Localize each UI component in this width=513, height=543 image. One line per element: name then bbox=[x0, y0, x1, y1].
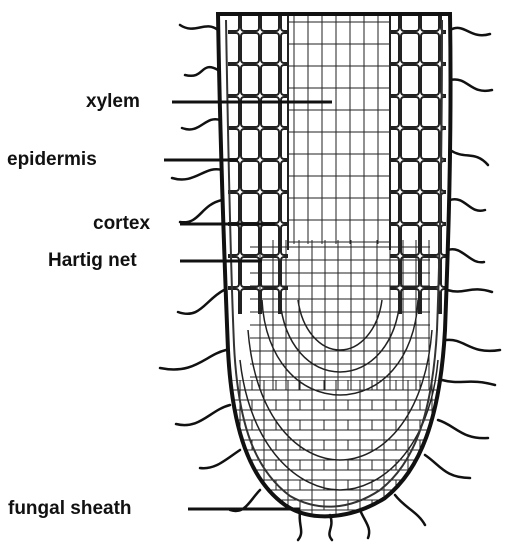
label-hartig-net: Hartig net bbox=[48, 251, 137, 270]
label-fungal-sheath: fungal sheath bbox=[8, 499, 132, 518]
xylem-cells bbox=[288, 14, 390, 244]
root-cap-cells bbox=[228, 380, 450, 520]
label-cortex: cortex bbox=[93, 214, 150, 233]
root-body bbox=[218, 14, 451, 520]
label-xylem: xylem bbox=[86, 92, 140, 111]
meristem-cells bbox=[250, 240, 430, 390]
label-epidermis: epidermis bbox=[7, 150, 97, 169]
